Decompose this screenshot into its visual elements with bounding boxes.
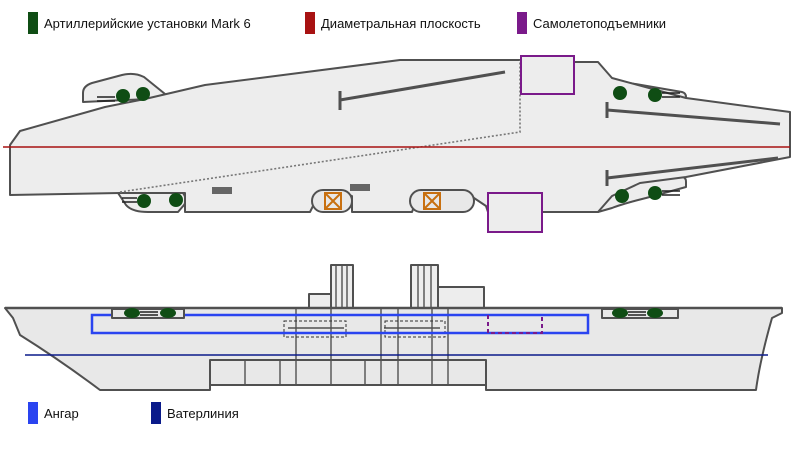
gun-mount-icon: [122, 193, 183, 208]
side-opening: [409, 189, 475, 213]
legend-item-hangar: Ангар: [28, 402, 79, 424]
legend-swatch-elevators: [517, 12, 527, 34]
crane-icon: [324, 192, 342, 210]
gun-mount-icon: [612, 308, 663, 318]
legend-swatch-guns: [28, 12, 38, 34]
legend-label-waterline: Ватерлиния: [167, 405, 239, 421]
legend-item-centerline: Диаметральная плоскость: [305, 12, 481, 34]
gun-sponson-side: [601, 308, 679, 319]
catapult-track: [339, 70, 506, 102]
legend-swatch-hangar: [28, 402, 38, 424]
crane-icon: [423, 192, 441, 210]
island-block: [437, 286, 485, 309]
elevator-box: [520, 55, 575, 95]
interior-dashed: [283, 320, 446, 338]
deck-fixture: [212, 187, 232, 194]
gun-mount-icon: [97, 87, 150, 103]
catapult-track: [606, 108, 781, 126]
legend-item-waterline: Ватерлиния: [151, 402, 239, 424]
catapult-track: [606, 156, 779, 180]
hangar-outline: [90, 313, 590, 335]
legend-item-elevators: Самолетоподъемники: [517, 12, 666, 34]
gun-sponson-side: [111, 308, 185, 319]
legend-swatch-centerline: [305, 12, 315, 34]
legend-swatch-waterline: [151, 402, 161, 424]
elevator-side-dashed: [487, 315, 543, 334]
deck-fixture: [350, 184, 370, 191]
gun-mount-icon: [124, 308, 176, 318]
legend-label-elevators: Самолетоподъемники: [533, 15, 667, 31]
gun-mount-icon: [615, 186, 680, 203]
keel-block: [209, 359, 487, 386]
gun-mount-icon: [613, 86, 680, 102]
elevator-box: [487, 192, 543, 233]
plan-view: [3, 55, 791, 233]
legend-label-centerline: Диаметральная плоскость: [321, 15, 481, 31]
legend-label-hangar: Ангар: [44, 405, 79, 421]
side-view: [4, 264, 783, 391]
legend-item-guns: Артиллерийские установки Mark 6: [28, 12, 251, 34]
legend-label-guns: Артиллерийские установки Mark 6: [44, 15, 251, 31]
